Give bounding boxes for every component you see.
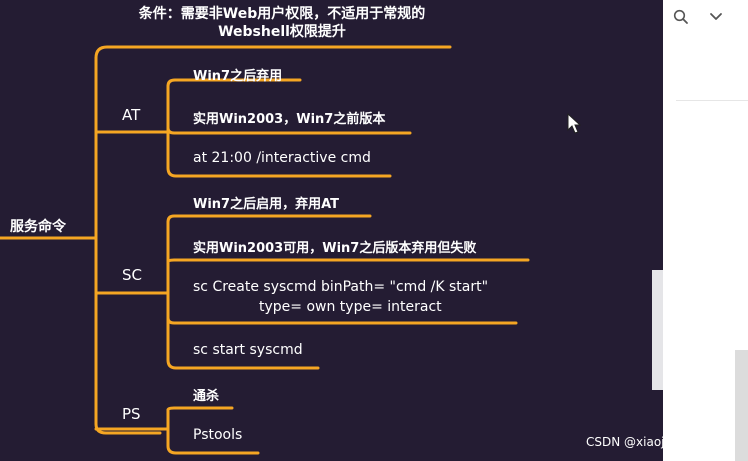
ps-item-1: 通杀 [193, 389, 220, 404]
ps-item-1-line [166, 406, 234, 412]
at-item-2: 实用Win2003，Win7之前版本 [193, 112, 386, 127]
branch-at-label: AT [122, 106, 141, 124]
sc-item-3-line-2: type= own type= interact [259, 299, 442, 315]
sc-item-3-line [166, 316, 518, 325]
sc-item-2-line [166, 258, 530, 264]
condition-connector [94, 45, 452, 60]
panel-scrollbar[interactable] [735, 350, 748, 461]
condition-line-1: 条件：需要非Web用户权限，不适用于常规的 [138, 6, 426, 22]
sc-item-4: sc start syscmd [193, 342, 303, 358]
right-panel [663, 0, 748, 461]
sc-item-1: Win7之后启用，弃用AT [193, 197, 340, 212]
branch-sc-label: SC [122, 266, 142, 284]
condition-line-2: Webshell权限提升 [218, 24, 346, 40]
sc-item-2: 实用Win2003可用，Win7之后版本弃用但失败 [193, 241, 477, 256]
main-spine [94, 56, 162, 435]
at-item-3: at 21:00 /interactive cmd [193, 150, 371, 166]
chevron-down-icon[interactable] [709, 11, 723, 23]
at-item-2-line [166, 126, 412, 135]
canvas-scrollbar[interactable] [652, 270, 663, 390]
mindmap-canvas: 条件：需要非Web用户权限，不适用于常规的 Webshell权限提升 服务命令 … [0, 6, 581, 455]
sc-item-3-line-1: sc Create syscmd binPath= "cmd /K start" [193, 279, 489, 295]
at-spine [166, 84, 392, 178]
mouse-cursor-icon [567, 113, 581, 134]
watermark: CSDN @xiaojiesec [586, 435, 696, 449]
sc-spine [166, 220, 320, 370]
connector-lines [0, 45, 530, 455]
search-icon[interactable] [673, 9, 689, 25]
sc-item-1-line [166, 214, 372, 224]
at-item-1: Win7之后弃用 [193, 69, 283, 84]
ps-item-2-line [166, 408, 260, 455]
panel-divider [676, 100, 748, 101]
ps-item-2: Pstools [193, 427, 243, 443]
branch-ps-label: PS [122, 405, 141, 423]
at-item-1-line [166, 78, 302, 88]
root-node: 服务命令 [10, 219, 66, 235]
